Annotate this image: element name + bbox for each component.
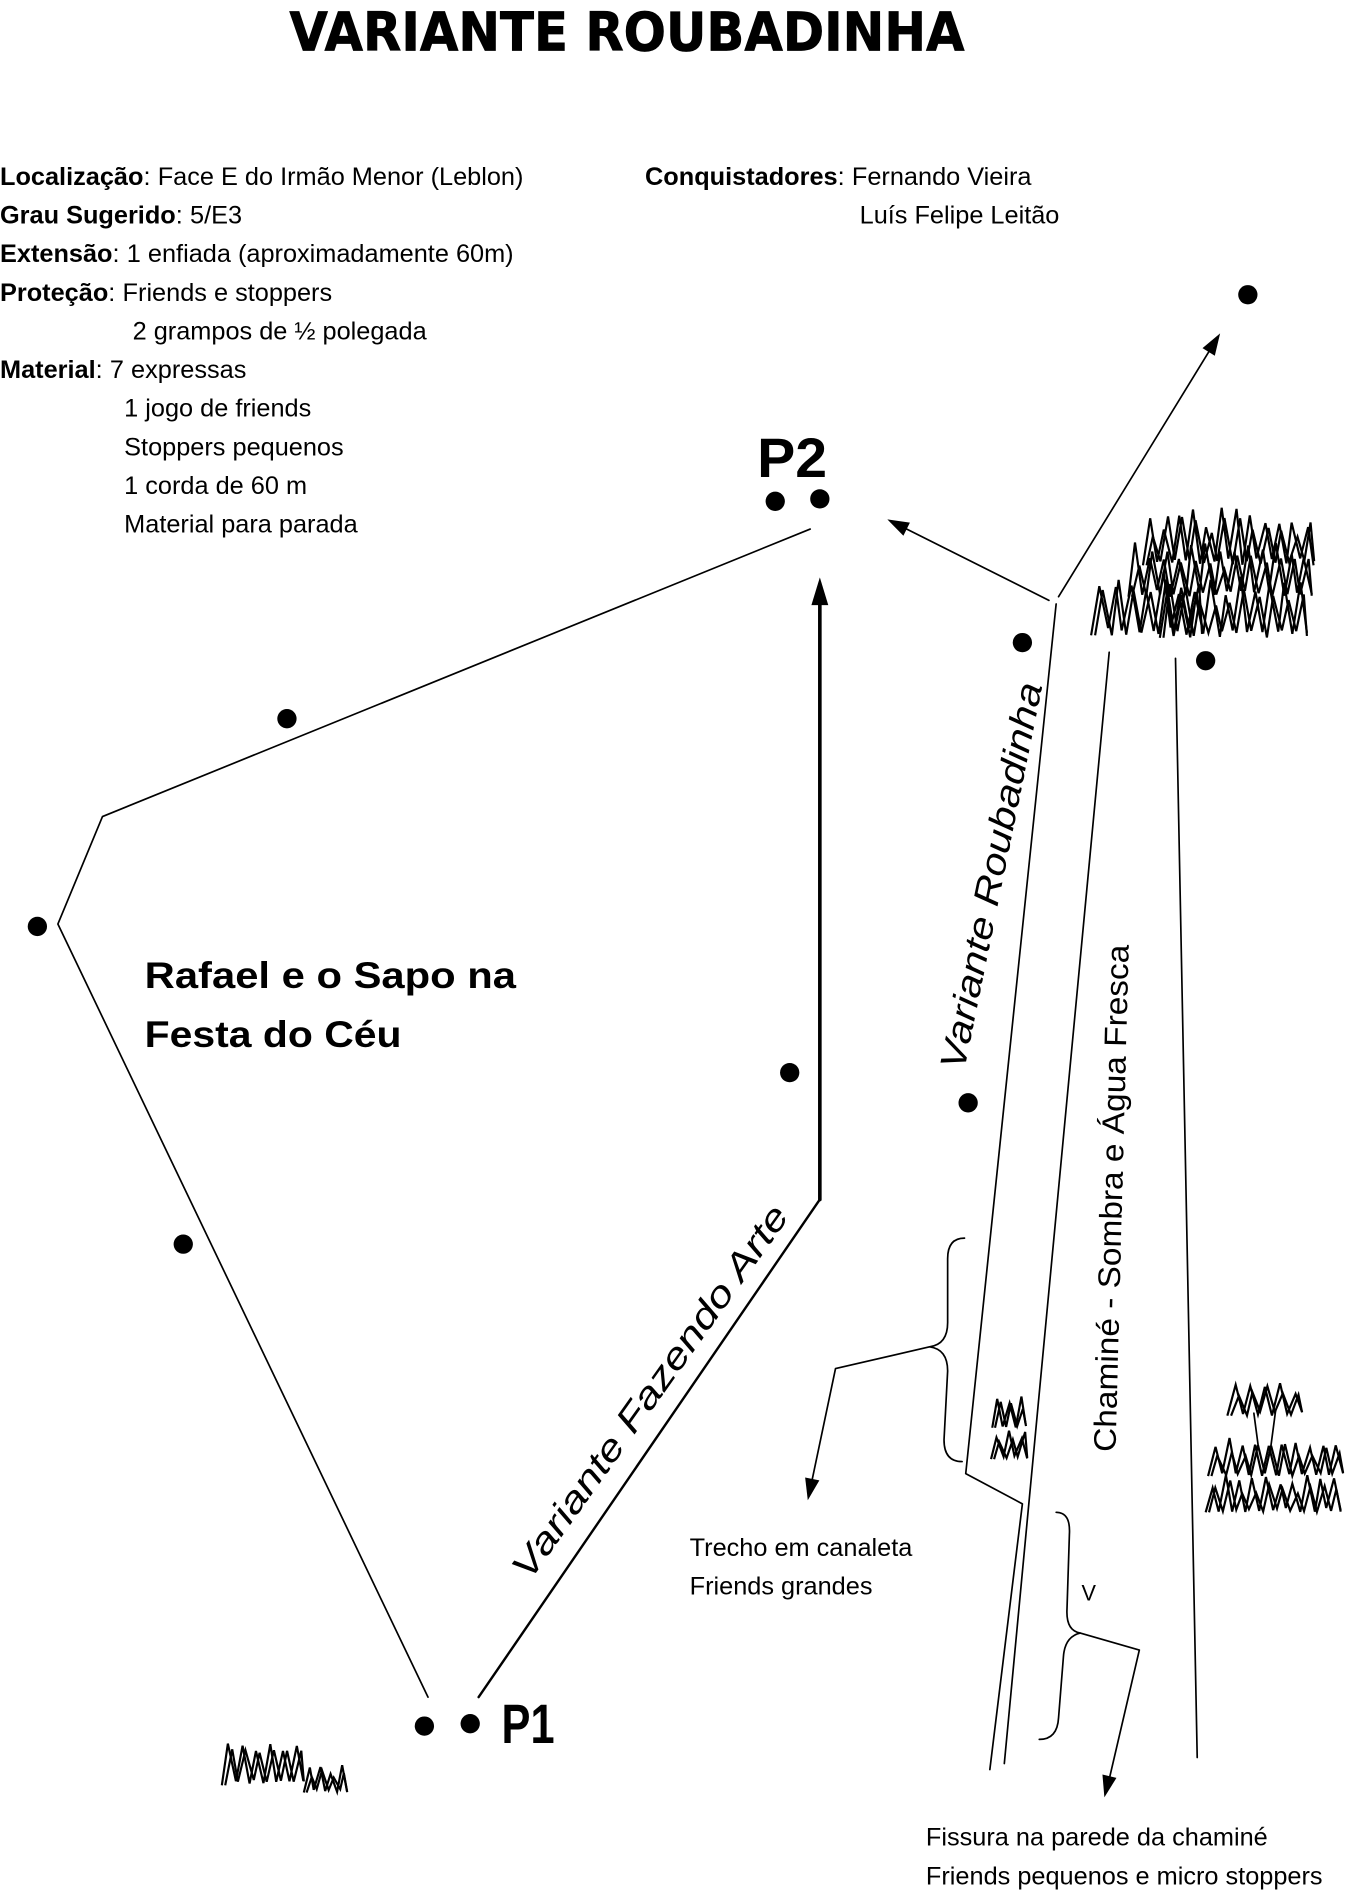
route-line-rafael-sapo (57, 528, 812, 1698)
chimney-left-wall (964, 603, 1057, 1771)
info-first-ascent-name: Luís Felipe Leitão (860, 201, 1060, 229)
info-grade: Grau Sugerido:5/E3 (0, 201, 242, 229)
note-fissura-line2: Friends pequenos e micro stoppers (926, 1862, 1323, 1890)
info-material-line: Stoppers pequenos (124, 433, 343, 461)
bolt-p2-b (810, 489, 830, 509)
info-material-value: 7 expressas (110, 356, 246, 384)
info-separator: : (143, 163, 150, 191)
grass-blades (224, 1745, 305, 1786)
arrow-head-top-right (1202, 333, 1221, 356)
bolt (277, 709, 297, 729)
info-length-label: Extensão (0, 240, 113, 268)
chimney-inner-wall (1003, 651, 1111, 1765)
grass-tuft-bottom-right (1204, 1380, 1345, 1516)
grass-blades (991, 1396, 1027, 1428)
info-grade-label: Grau Sugerido (0, 201, 176, 229)
route-line-roubadinha-to-p2 (900, 525, 1050, 602)
grass-blades (1162, 583, 1309, 638)
leader-fissura (1079, 1632, 1141, 1781)
info-material-line: 1 corda de 60 m (124, 472, 307, 500)
info-material-line: 1 jogo de friends (124, 395, 311, 423)
note-canaleta-line2: Friends grandes (690, 1572, 873, 1600)
grass-tuft-top-right (1090, 507, 1316, 638)
grass-blades (305, 1766, 349, 1794)
grass-blades (1226, 1380, 1304, 1419)
info-separator: : (96, 356, 103, 384)
chimney-right-wall (1174, 657, 1199, 1759)
info-location-label: Localização (0, 163, 143, 191)
note-v-mark: V (1081, 1580, 1096, 1605)
bolt (958, 1093, 978, 1113)
grass-blades (302, 1765, 349, 1796)
page-title: VARIANTE ROUBADINHA (289, 2, 964, 64)
grass-blades (1210, 1443, 1345, 1480)
bolt (1238, 285, 1258, 305)
info-length: Extensão:1 enfiada (aproximadamente 60m) (0, 240, 514, 268)
info-location: Localização: Face E do Irmão Menor (Leblo… (0, 163, 523, 191)
info-location-value: Face E do Irmão Menor (Leblon) (158, 163, 524, 191)
arrow-head-fissura (1102, 1774, 1117, 1798)
bolt-p2-a (765, 491, 785, 511)
grass-blades (989, 1430, 1029, 1461)
info-protection-line: 2 grampos de ½ polegada (133, 317, 428, 345)
bolt (1012, 632, 1033, 653)
leader-canaleta (810, 1345, 931, 1485)
info-protection-value: Friends e stoppers (123, 279, 333, 307)
info-first-ascent: Conquistadores:Fernando Vieira (645, 163, 1032, 191)
route-info: Localização: Face E do Irmão Menor (Leblo… (0, 163, 523, 539)
bolt-p1-b (460, 1714, 480, 1734)
route-line-fazendo-arte (477, 1198, 822, 1699)
info-length-value: 1 enfiada (aproximadamente 60m) (127, 240, 514, 268)
grass-blades (1207, 1480, 1342, 1516)
grass-blades (1158, 576, 1309, 638)
info-material-line: Material para parada (124, 511, 358, 539)
route-line-exit-top-right (1057, 348, 1212, 598)
info-separator: : (176, 201, 183, 229)
note-fissura-line1: Fissura na parede da chaminé (926, 1824, 1268, 1852)
belay-p1-label: P1 (502, 1693, 555, 1755)
grass-blades (993, 1401, 1028, 1430)
info-material: Material:7 expressas (0, 356, 246, 384)
grass-stem (1253, 1412, 1260, 1451)
belay-p2-label: P2 (757, 427, 827, 489)
route-name-main-line1: Rafael e o Sapo na (145, 954, 518, 996)
info-material-label: Material (0, 356, 96, 384)
bolt-p1-a (414, 1716, 435, 1736)
grass-stem (1269, 1409, 1277, 1448)
bolt (173, 1234, 193, 1254)
note-canaleta-line1: Trecho em canaleta (690, 1534, 914, 1562)
grass-blades (220, 1743, 305, 1786)
arrow-head-canaleta (805, 1477, 820, 1501)
info-separator: : (113, 240, 120, 268)
bolt (1196, 651, 1216, 671)
arrow-head-up (811, 577, 829, 606)
first-ascent-info: Conquistadores:Fernando Vieira Luís Feli… (645, 163, 1059, 230)
arrow-head-to-p2 (887, 519, 910, 536)
bolt (27, 916, 48, 937)
grass-blades (1127, 542, 1313, 597)
grass-blades (1141, 507, 1315, 566)
info-first-ascent-name: Fernando Vieira (852, 163, 1033, 191)
route-name-main-line2: Festa do Céu (145, 1013, 402, 1055)
info-protection: Proteção: Friends e stoppers (0, 279, 332, 307)
grass-blades (1090, 571, 1204, 636)
info-protection-label: Proteção (0, 279, 108, 307)
info-separator: : (108, 279, 115, 307)
grass-blades (1230, 1382, 1304, 1419)
grass-tuft-mid (989, 1396, 1029, 1461)
grass-tuft-bottom-left (220, 1743, 349, 1796)
grass-blades (993, 1431, 1029, 1461)
info-first-ascent-label: Conquistadores (645, 163, 838, 191)
bolt (780, 1062, 800, 1083)
info-separator: : (838, 163, 845, 191)
info-grade-value: 5/E3 (190, 201, 242, 229)
